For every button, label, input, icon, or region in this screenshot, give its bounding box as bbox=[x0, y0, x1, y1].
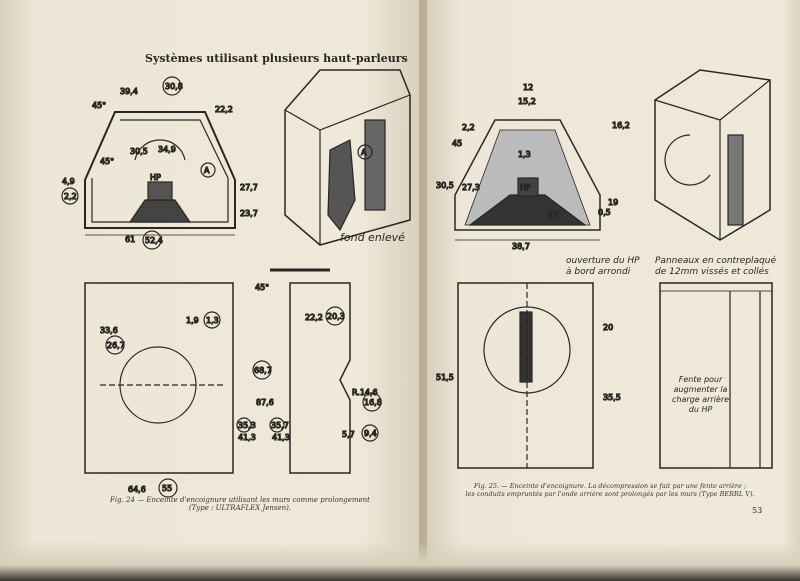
svg-text:A: A bbox=[361, 148, 367, 157]
caption-line: (Type : ULTRAFLEX Jensen). bbox=[188, 504, 292, 512]
svg-text:61: 61 bbox=[125, 235, 135, 244]
annotation-line: Fente pour bbox=[678, 375, 723, 384]
svg-text:A: A bbox=[204, 166, 210, 175]
annotation-line: de 12mm vissés et collés bbox=[655, 267, 769, 277]
svg-text:27,7: 27,7 bbox=[240, 183, 258, 192]
svg-text:27: 27 bbox=[548, 211, 558, 220]
page-number: 53 bbox=[752, 506, 763, 515]
svg-text:45°: 45° bbox=[92, 101, 106, 110]
svg-text:1,9: 1,9 bbox=[186, 316, 199, 325]
svg-text:30,5: 30,5 bbox=[130, 147, 148, 156]
svg-text:30,8: 30,8 bbox=[165, 82, 183, 91]
svg-text:12: 12 bbox=[523, 83, 533, 92]
fig25-isometric-view bbox=[654, 69, 771, 241]
annotation-opening: ouverture du HP à bord arrondi bbox=[566, 256, 640, 278]
svg-text:2,2: 2,2 bbox=[64, 192, 77, 201]
svg-text:16,2: 16,2 bbox=[612, 121, 630, 130]
svg-text:0,5: 0,5 bbox=[598, 208, 611, 217]
svg-text:R.14,6: R.14,6 bbox=[352, 388, 378, 397]
caption-line: les conduits empruntés par l'onde arrièr… bbox=[465, 490, 755, 498]
svg-text:35,7: 35,7 bbox=[271, 421, 289, 430]
svg-text:HP: HP bbox=[150, 173, 161, 182]
annotation-panels: Panneaux en contreplaqué de 12mm vissés … bbox=[655, 256, 776, 278]
svg-text:20,3: 20,3 bbox=[327, 312, 345, 321]
svg-text:41,3: 41,3 bbox=[238, 433, 256, 442]
svg-text:33,6: 33,6 bbox=[100, 326, 118, 335]
svg-text:38,7: 38,7 bbox=[512, 242, 530, 251]
svg-text:4,9: 4,9 bbox=[62, 177, 75, 186]
svg-text:30,5: 30,5 bbox=[436, 181, 454, 190]
svg-text:1,3: 1,3 bbox=[206, 316, 219, 325]
annotation-line: à bord arrondi bbox=[566, 267, 631, 277]
annotation-line: Panneaux en contreplaqué bbox=[655, 256, 777, 266]
page-bottom-edge bbox=[0, 541, 800, 581]
annotation-line: charge arrière bbox=[672, 395, 730, 404]
svg-text:22,2: 22,2 bbox=[305, 313, 323, 322]
svg-text:35,3: 35,3 bbox=[238, 421, 256, 430]
annotation-line: ouverture du HP bbox=[566, 256, 640, 266]
left-page bbox=[0, 0, 422, 581]
annotation-slot: Fente pour augmenter la charge arrière d… bbox=[672, 375, 729, 415]
svg-text:55: 55 bbox=[162, 484, 172, 493]
fig25-section-view: 12 15,2 2,2 16,2 45 1,3 30,5 27,3 HP 27 … bbox=[435, 82, 630, 251]
svg-text:64,6: 64,6 bbox=[128, 485, 146, 494]
svg-text:1,3: 1,3 bbox=[518, 150, 531, 159]
svg-text:19: 19 bbox=[608, 198, 618, 207]
svg-text:68,7: 68,7 bbox=[254, 366, 272, 375]
svg-text:52,4: 52,4 bbox=[145, 236, 163, 245]
svg-text:45°: 45° bbox=[100, 157, 114, 166]
svg-text:87,6: 87,6 bbox=[256, 398, 274, 407]
svg-text:26,7: 26,7 bbox=[107, 341, 125, 350]
book-gutter bbox=[419, 0, 427, 581]
svg-text:HP: HP bbox=[520, 183, 531, 192]
svg-text:45: 45 bbox=[452, 139, 462, 148]
annotation-line: du HP bbox=[688, 405, 713, 414]
svg-text:35,5: 35,5 bbox=[603, 393, 621, 402]
caption-line: Fig. 25. — Enceinte d'encoignure. La déc… bbox=[473, 482, 747, 490]
svg-text:23,7: 23,7 bbox=[240, 209, 258, 218]
annotation-fond-enleve: fond enlevé bbox=[340, 231, 405, 244]
fig25-caption: Fig. 25. — Enceinte d'encoignure. La déc… bbox=[440, 482, 780, 498]
annotation-line: augmenter la bbox=[673, 385, 728, 394]
svg-text:41,3: 41,3 bbox=[272, 433, 290, 442]
svg-text:22,2: 22,2 bbox=[215, 105, 233, 114]
fig24-caption: Fig. 24 — Enceinte d'encoignure utilisan… bbox=[95, 496, 385, 512]
svg-text:16,8: 16,8 bbox=[364, 398, 382, 407]
svg-text:5,7: 5,7 bbox=[342, 430, 355, 439]
svg-text:20: 20 bbox=[603, 323, 613, 332]
fig24-elevation-views: 45° 1,9 1,3 33,6 26,7 22,2 20,3 68,7 87,… bbox=[84, 268, 382, 498]
right-page bbox=[424, 0, 800, 581]
svg-text:39,4: 39,4 bbox=[120, 87, 138, 96]
fig25-elevation-views: 20 51,5 35,5 bbox=[435, 282, 773, 469]
svg-text:34,9: 34,9 bbox=[158, 145, 176, 154]
caption-line: Fig. 24 — Enceinte d'encoignure utilisan… bbox=[110, 496, 370, 504]
svg-text:51,5: 51,5 bbox=[436, 373, 454, 382]
page-heading: Systèmes utilisant plusieurs haut-parleu… bbox=[145, 52, 408, 65]
svg-text:2,2: 2,2 bbox=[462, 123, 475, 132]
svg-text:45°: 45° bbox=[255, 283, 269, 292]
svg-text:15,2: 15,2 bbox=[518, 97, 536, 106]
svg-text:9,4: 9,4 bbox=[364, 429, 377, 438]
fig24-isometric-view: A bbox=[284, 69, 411, 246]
svg-text:27,3: 27,3 bbox=[462, 183, 480, 192]
fig24-plan-view: HP 39,4 30,8 45° 22,2 30,5 34,9 45° 4,9 … bbox=[61, 76, 258, 250]
